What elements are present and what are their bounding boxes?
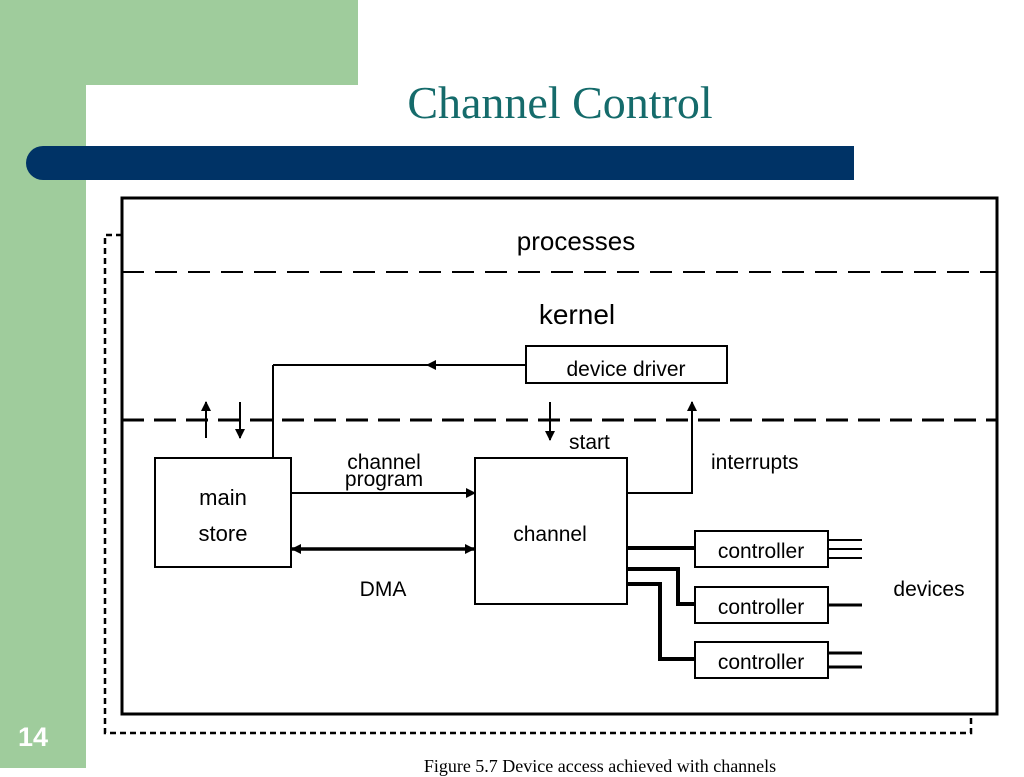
start-label: start [569,431,610,454]
system-frame [120,196,999,716]
interrupts-arrow [627,401,697,494]
device-lines-3 [828,651,862,669]
controller-box-1 [694,530,829,568]
kernel-label: kernel [539,299,615,330]
slide-title: Channel Control [407,77,713,128]
controller-label-3: controller [718,651,804,674]
main-store-box [154,457,292,568]
main-store-label-line1: main [199,485,247,510]
controller-box-3 [694,641,829,679]
devices-label: devices [893,578,964,601]
processes-label: processes [517,226,636,256]
channel-program-label-line1: channel [347,451,421,474]
content-corner [86,85,206,205]
channel-program-label-line2: program [345,468,423,491]
channel-box [474,457,628,605]
page-number: 14 [18,722,49,752]
device-driver-box [525,345,728,384]
dma-label: DMA [360,578,407,601]
outer-dashed-boundary [103,233,973,735]
channel-label: channel [513,523,587,546]
channel-to-controller-3 [627,582,695,661]
controller-label-1: controller [718,540,804,563]
controller-label-2: controller [718,596,804,619]
main-store-label-line2: store [199,521,248,546]
device-driver-label: device driver [566,358,685,381]
interrupts-label: interrupts [711,451,799,474]
device-lines-1 [828,539,862,559]
channel-to-controller-2 [627,567,695,606]
title-underline-bar [26,146,854,180]
green-side-band [0,0,86,768]
